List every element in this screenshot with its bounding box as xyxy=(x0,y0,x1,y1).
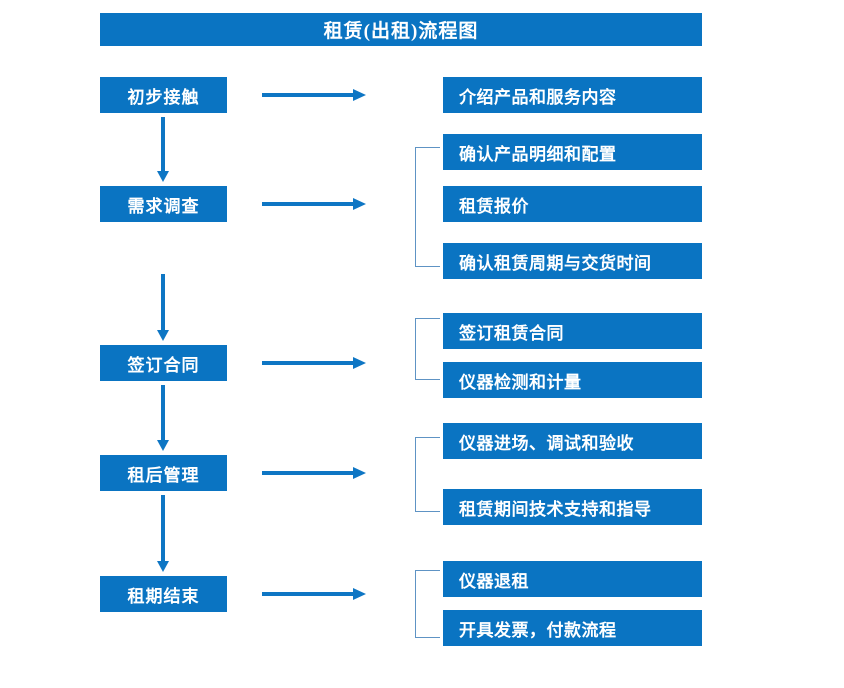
detail-box-8[interactable]: 租赁期间技术支持和指导 xyxy=(443,489,702,525)
group-bracket-5 xyxy=(415,570,440,638)
horizontal-arrow-head xyxy=(353,198,366,210)
detail-box-7[interactable]: 仪器进场、调试和验收 xyxy=(443,423,702,459)
stage-box-4[interactable]: 租后管理 xyxy=(100,455,227,491)
horizontal-arrow-4 xyxy=(262,467,366,479)
group-bracket-2 xyxy=(415,147,440,267)
group-bracket-4 xyxy=(415,437,440,512)
horizontal-arrow-shaft xyxy=(262,471,354,475)
chart-title: 租赁(出租)流程图 xyxy=(100,13,702,46)
vertical-arrow-shaft xyxy=(161,385,165,440)
detail-box-6[interactable]: 仪器检测和计量 xyxy=(443,362,702,398)
detail-box-2[interactable]: 确认产品明细和配置 xyxy=(443,134,702,170)
horizontal-arrow-head xyxy=(353,89,366,101)
horizontal-arrow-head xyxy=(353,588,366,600)
horizontal-arrow-3 xyxy=(262,357,366,369)
stage-box-2[interactable]: 需求调查 xyxy=(100,186,227,222)
vertical-arrow-1 xyxy=(157,117,169,182)
detail-box-5[interactable]: 签订租赁合同 xyxy=(443,313,702,349)
vertical-arrow-4 xyxy=(157,495,169,572)
vertical-arrow-head xyxy=(157,330,169,341)
horizontal-arrow-5 xyxy=(262,588,366,600)
horizontal-arrow-shaft xyxy=(262,361,354,365)
stage-box-1[interactable]: 初步接触 xyxy=(100,77,227,113)
detail-box-9[interactable]: 仪器退租 xyxy=(443,561,702,597)
horizontal-arrow-shaft xyxy=(262,202,354,206)
vertical-arrow-2 xyxy=(157,274,169,341)
detail-box-10[interactable]: 开具发票，付款流程 xyxy=(443,610,702,646)
horizontal-arrow-head xyxy=(353,467,366,479)
stage-box-3[interactable]: 签订合同 xyxy=(100,345,227,381)
detail-box-1[interactable]: 介绍产品和服务内容 xyxy=(443,77,702,113)
detail-box-4[interactable]: 确认租赁周期与交货时间 xyxy=(443,243,702,279)
horizontal-arrow-shaft xyxy=(262,592,354,596)
group-bracket-3 xyxy=(415,318,440,380)
stage-box-5[interactable]: 租期结束 xyxy=(100,576,227,612)
horizontal-arrow-2 xyxy=(262,198,366,210)
vertical-arrow-head xyxy=(157,561,169,572)
horizontal-arrow-shaft xyxy=(262,93,354,97)
horizontal-arrow-1 xyxy=(262,89,366,101)
vertical-arrow-head xyxy=(157,440,169,451)
vertical-arrow-shaft xyxy=(161,117,165,171)
vertical-arrow-shaft xyxy=(161,274,165,330)
detail-box-3[interactable]: 租赁报价 xyxy=(443,186,702,222)
vertical-arrow-3 xyxy=(157,385,169,451)
vertical-arrow-shaft xyxy=(161,495,165,561)
vertical-arrow-head xyxy=(157,171,169,182)
horizontal-arrow-head xyxy=(353,357,366,369)
